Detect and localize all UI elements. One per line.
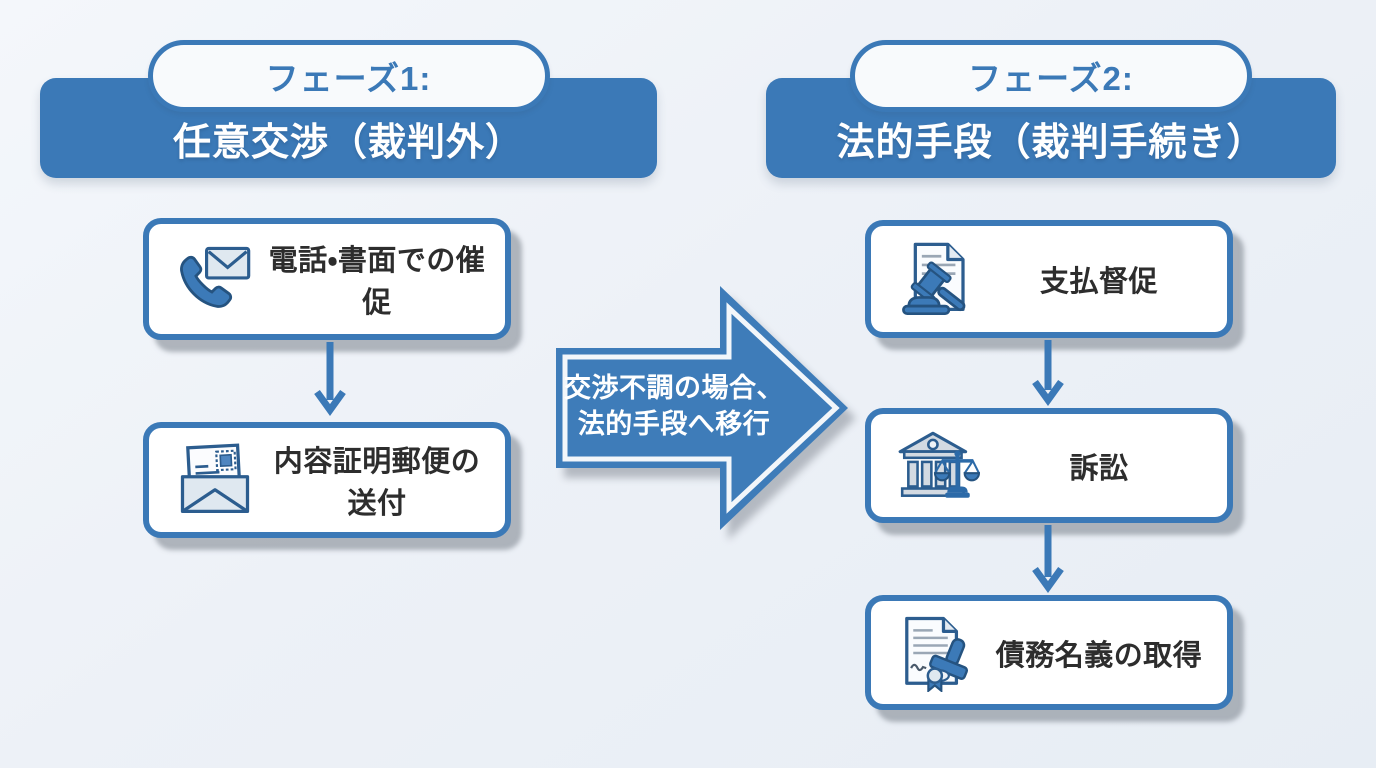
down-arrow-icon xyxy=(313,342,347,416)
phase1-title: 任意交渉（裁判外） xyxy=(172,122,524,164)
transition-arrow-line1: 交渉不調の場合、 xyxy=(564,373,784,403)
step-label: 債務名義の取得 xyxy=(995,639,1203,672)
phase1-pill: フェーズ1: xyxy=(147,40,550,112)
document-stamp-icon xyxy=(891,614,983,692)
step-box-title-of-obligation: 債務名義の取得 xyxy=(865,595,1233,710)
transition-arrow-text: 交渉不調の場合、 法的手段へ移行 xyxy=(560,370,788,442)
phase2-title: 法的手段（裁判手続き） xyxy=(836,122,1266,164)
step-box-lawsuit: 訴訟 xyxy=(865,408,1233,523)
phone-mail-icon xyxy=(169,242,261,316)
phase1-pill-label: フェーズ1: xyxy=(265,60,432,97)
phase2-pill-label: フェーズ2: xyxy=(968,60,1134,97)
phase1-banner: フェーズ1: 任意交渉（裁判外） xyxy=(40,40,657,178)
courthouse-scales-icon xyxy=(891,429,983,503)
phase2-pill: フェーズ2: xyxy=(850,40,1252,112)
transition-arrow-line2: 法的手段へ移行 xyxy=(577,409,771,439)
step-label: 訴訟 xyxy=(1069,452,1129,485)
step-box-certified-mail: 内容証明郵便の送付 xyxy=(143,422,511,538)
document-gavel-icon xyxy=(891,240,983,318)
step-box-payment-demand: 支払督促 xyxy=(865,220,1233,338)
down-arrow-icon xyxy=(1031,525,1065,593)
step-label: 内容証明郵便の送付 xyxy=(273,446,481,520)
phase2-banner: フェーズ2: 法的手段（裁判手続き） xyxy=(766,40,1336,178)
step-label: 支払督促 xyxy=(1039,266,1158,298)
step-box-phone-written-reminder: 電話・書面での催促 xyxy=(143,218,511,340)
mail-letter-icon xyxy=(169,442,261,518)
step-label: 電話・書面での催促 xyxy=(268,245,486,319)
down-arrow-icon xyxy=(1031,340,1065,406)
transition-arrow: 交渉不調の場合、 法的手段へ移行 xyxy=(552,280,852,536)
